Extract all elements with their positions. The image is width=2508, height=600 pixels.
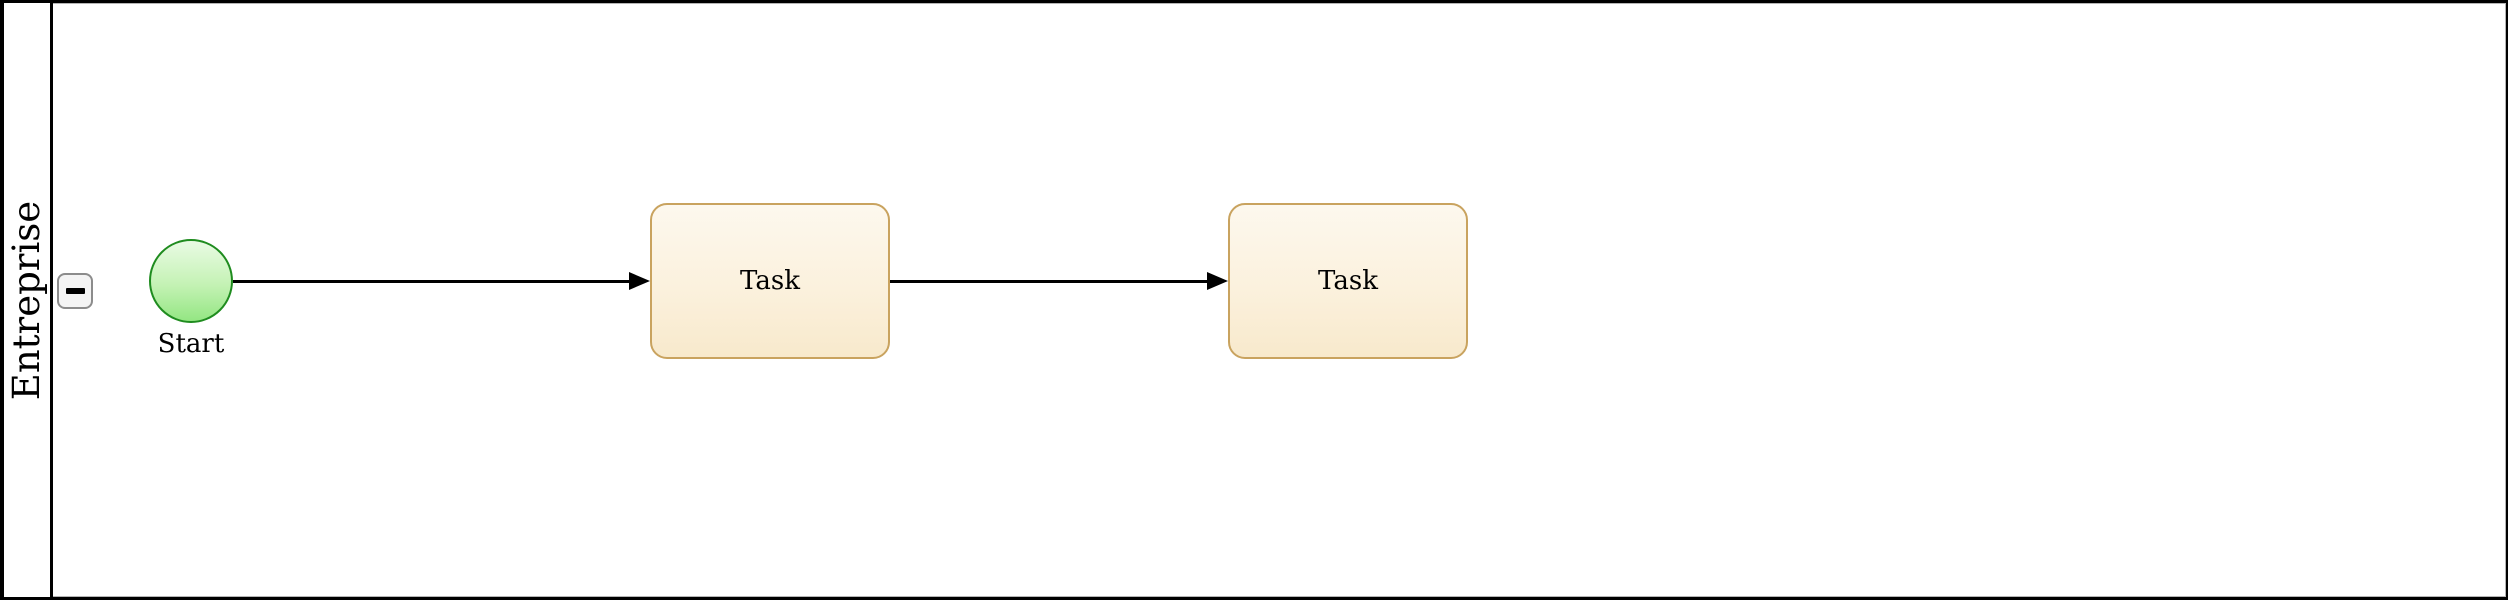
task-node-2[interactable]: Task bbox=[1228, 203, 1468, 359]
task-label: Task bbox=[1318, 266, 1378, 296]
task-node-1[interactable]: Task bbox=[650, 203, 890, 359]
arrowhead-icon bbox=[629, 272, 650, 290]
task-label: Task bbox=[740, 266, 800, 296]
flow-line bbox=[233, 280, 630, 283]
start-event-node[interactable] bbox=[149, 239, 233, 323]
lane-header-divider bbox=[50, 3, 53, 597]
lane-header: Entreprise bbox=[4, 3, 50, 597]
flow-line bbox=[890, 280, 1209, 283]
lane-collapse-button[interactable] bbox=[57, 273, 93, 309]
lane-label: Entreprise bbox=[5, 200, 49, 400]
arrowhead-icon bbox=[1207, 272, 1228, 290]
minus-icon bbox=[65, 288, 85, 294]
start-event-label: Start bbox=[157, 329, 225, 359]
